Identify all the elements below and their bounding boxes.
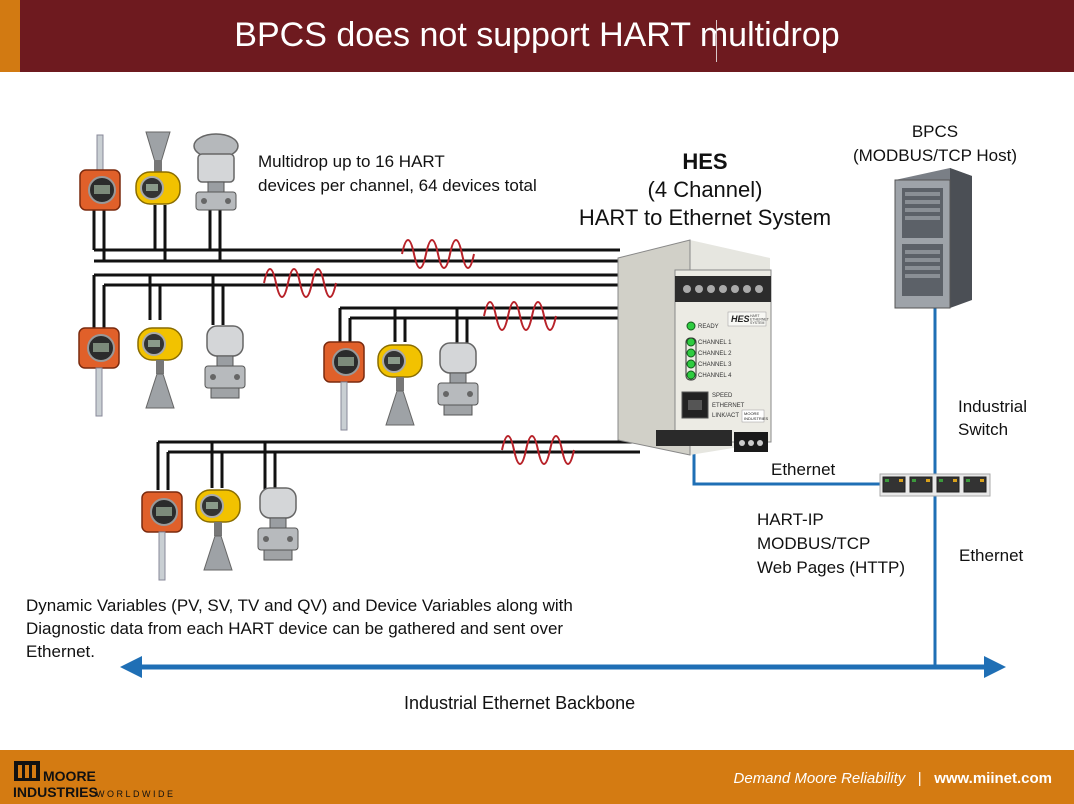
hes-badge-sub: SYSTEM: [750, 321, 764, 325]
tagline-separator: |: [917, 770, 922, 787]
protocol-hart-ip: HART-IP: [757, 510, 824, 529]
switch-label-line-1: Industrial: [958, 397, 1027, 416]
hart-signal-waves: [263, 239, 575, 465]
dynamic-vars-line-2: Diagnostic data from each HART device ca…: [26, 619, 564, 638]
backbone-label: Industrial Ethernet Backbone: [404, 693, 636, 713]
hes-badge-text: HES: [731, 314, 750, 324]
field-transmitter-icon: [135, 131, 181, 205]
protocol-web-pages: Web Pages (HTTP): [757, 558, 906, 577]
channel-2-wiring: [92, 273, 620, 330]
footer-bar: [0, 750, 1074, 804]
led-label: READY: [698, 324, 719, 330]
text-cursor: [716, 20, 717, 62]
switch-label-line-2: Switch: [958, 420, 1009, 439]
hart-wave-4: [501, 435, 575, 465]
hes-brand-text: INDUSTRIES: [744, 416, 769, 421]
uplink-ethernet-label: Ethernet: [959, 546, 1024, 565]
hes-channels: (4 Channel): [647, 177, 763, 202]
multidrop-note-line-1: Multidrop up to 16 HART: [258, 152, 445, 171]
hart-wave-3: [483, 301, 557, 331]
network-switch-icon: [879, 473, 991, 497]
tagline-text: Demand Moore Reliability: [733, 770, 906, 787]
ethernet-cables: [692, 305, 937, 667]
dynamic-vars-line-3: Ethernet.: [26, 642, 95, 661]
led-label: CHANNEL 4: [698, 373, 732, 379]
port-label: ETHERNET: [712, 403, 745, 409]
footer-tagline: Demand Moore Reliability | www.miinet.co…: [734, 770, 1052, 787]
header-accent-strip: [0, 0, 20, 72]
hes-ethernet-label: Ethernet: [771, 460, 836, 479]
svg-text:MOORE: MOORE: [43, 768, 96, 784]
hart-wave-2: [263, 268, 337, 298]
page-title: BPCS does not support HART multidrop: [234, 16, 840, 54]
channel-4-wiring: [156, 440, 640, 490]
protocol-modbus-tcp: MODBUS/TCP: [757, 534, 871, 553]
hes-badge-sub: HART: [750, 314, 760, 318]
field-transmitter-icon: [437, 342, 479, 416]
header-bar: [0, 0, 1074, 72]
website-link[interactable]: www.miinet.com: [934, 770, 1052, 787]
hart-wave-1: [401, 239, 475, 269]
channel-1-wiring: [92, 205, 620, 263]
led-label: CHANNEL 1: [698, 340, 732, 346]
server-tower-icon: [894, 168, 972, 309]
svg-text:INDUSTRIES: INDUSTRIES: [13, 784, 98, 800]
hes-module-icon: READY CHANNEL 1 CHANNEL 2 CHANNEL 3 CHAN…: [617, 239, 772, 456]
svg-text:WORLDWIDE: WORLDWIDE: [96, 789, 176, 799]
port-label: LINK/ACT: [712, 413, 739, 419]
field-transmitter-icon: [78, 327, 120, 417]
hes-brand-text: MOORE: [744, 411, 759, 416]
multidrop-note-line-2: devices per channel, 64 devices total: [258, 176, 537, 195]
hes-badge-sub: ETHERNET: [750, 318, 770, 322]
dynamic-vars-line-1: Dynamic Variables (PV, SV, TV and QV) an…: [26, 596, 573, 615]
field-transmitter-icon: [204, 325, 246, 399]
hes-description: HART to Ethernet System: [578, 205, 832, 230]
channel-3-wiring: [338, 306, 620, 345]
field-transmitter-icon: [195, 489, 241, 571]
led-label: CHANNEL 2: [698, 351, 732, 357]
bpcs-label: BPCS: [911, 122, 959, 141]
field-transmitter-icon: [79, 134, 121, 211]
hes-title-block: HES (4 Channel) HART to Ethernet System: [560, 148, 850, 232]
field-transmitter-icon: [323, 341, 365, 431]
field-transmitter-icon: [257, 487, 299, 561]
hes-name: HES: [682, 149, 728, 174]
backbone-arrow: [120, 656, 1006, 678]
field-transmitter-icon: [193, 133, 239, 211]
field-transmitter-icon: [377, 344, 423, 426]
led-label: CHANNEL 3: [698, 362, 732, 368]
field-transmitter-icon: [141, 491, 183, 581]
moore-industries-logo: MOORE INDUSTRIES WORLDWIDE: [13, 761, 176, 800]
field-transmitter-icon: [137, 327, 183, 409]
port-label: SPEED: [712, 393, 733, 399]
hes-ethernet-cable: [692, 452, 880, 486]
bpcs-host-label: (MODBUS/TCP Host): [852, 146, 1018, 165]
